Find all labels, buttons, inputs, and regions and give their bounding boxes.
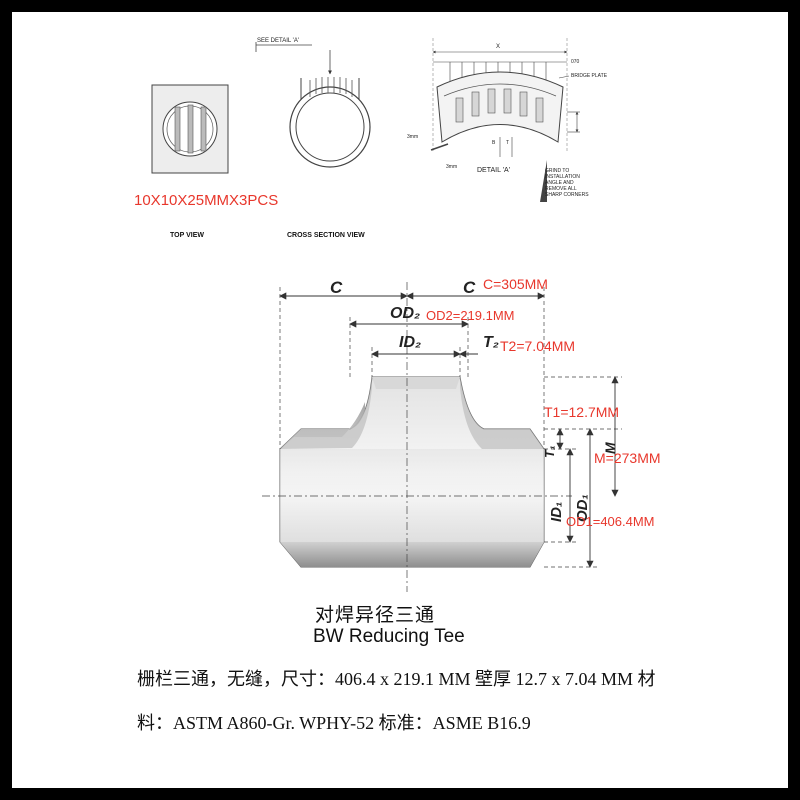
grind-note-line: REMOVE ALL: [545, 186, 577, 192]
grind-note-line: SHARP CORNERS: [545, 192, 589, 198]
annotation-m: M=273MM: [594, 450, 661, 466]
diagram-sheet: { "top_drawing": { "labels": { "see_deta…: [12, 12, 788, 788]
dim-b-label: B: [492, 140, 496, 146]
dim-id1-label: ID₁: [548, 501, 565, 522]
technical-drawing-svg: [151, 38, 580, 202]
dim-id2-label: ID₂: [399, 334, 422, 351]
cross-section-drawing: [255, 42, 371, 168]
grind-note-line: ANGLE AND: [545, 180, 574, 186]
dim-070-label: 070: [571, 59, 580, 65]
tee-caption-chinese: 对焊异径三通: [315, 604, 436, 626]
annotation-t2: T2=7.04MM: [500, 338, 576, 354]
center-lines: [262, 282, 572, 592]
grind-note-line: GRIND TO: [545, 168, 570, 174]
annotation-c: C=305MM: [483, 276, 548, 292]
annotation-od2: OD2=219.1MM: [426, 308, 515, 323]
dim-od2-label: OD₂: [390, 305, 421, 322]
top-view-drawing: [151, 84, 229, 174]
grind-note: GRIND TO INSTALLATION ANGLE AND REMOVE A…: [545, 168, 605, 198]
reducing-tee-svg: [262, 282, 622, 592]
bar-size-note: 10X10X25MMX3PCS: [134, 192, 279, 209]
product-description-line1: 栅栏三通，无缝，尺寸：406.4 x 219.1 MM 壁厚 12.7 x 7.…: [137, 669, 656, 689]
dim-t1-label: T₁: [542, 445, 557, 458]
top-view-caption: TOP VIEW: [170, 232, 204, 239]
grind-note-line: INSTALLATION: [545, 174, 580, 180]
see-detail-label: SEE DETAIL 'A': [257, 38, 299, 44]
tee-caption-english: BW Reducing Tee: [313, 626, 465, 647]
annotation-t1: T1=12.7MM: [544, 404, 620, 420]
dimension-lines: [279, 292, 619, 568]
dim-x-label: X: [496, 44, 501, 50]
detail-a-label: DETAIL 'A': [477, 167, 511, 174]
product-description-line2: 料：ASTM A860-Gr. WPHY-52 标准：ASME B16.9: [137, 713, 531, 733]
dim-c-right-label: C: [463, 278, 476, 297]
dim-3mm-label: 3mm: [407, 134, 419, 140]
dim-3mm-label: 3mm: [446, 164, 458, 170]
detail-a-drawing: [430, 38, 580, 202]
bridge-plate-label: BRIDGE PLATE: [571, 73, 608, 79]
dim-t2-label: T₂: [483, 334, 499, 351]
tee-body: [279, 376, 545, 568]
dim-c-left-label: C: [330, 278, 343, 297]
annotation-od1: OD1=406.4MM: [566, 514, 655, 529]
cross-section-caption: CROSS SECTION VIEW: [287, 232, 365, 239]
dim-t-label: T: [506, 140, 510, 146]
